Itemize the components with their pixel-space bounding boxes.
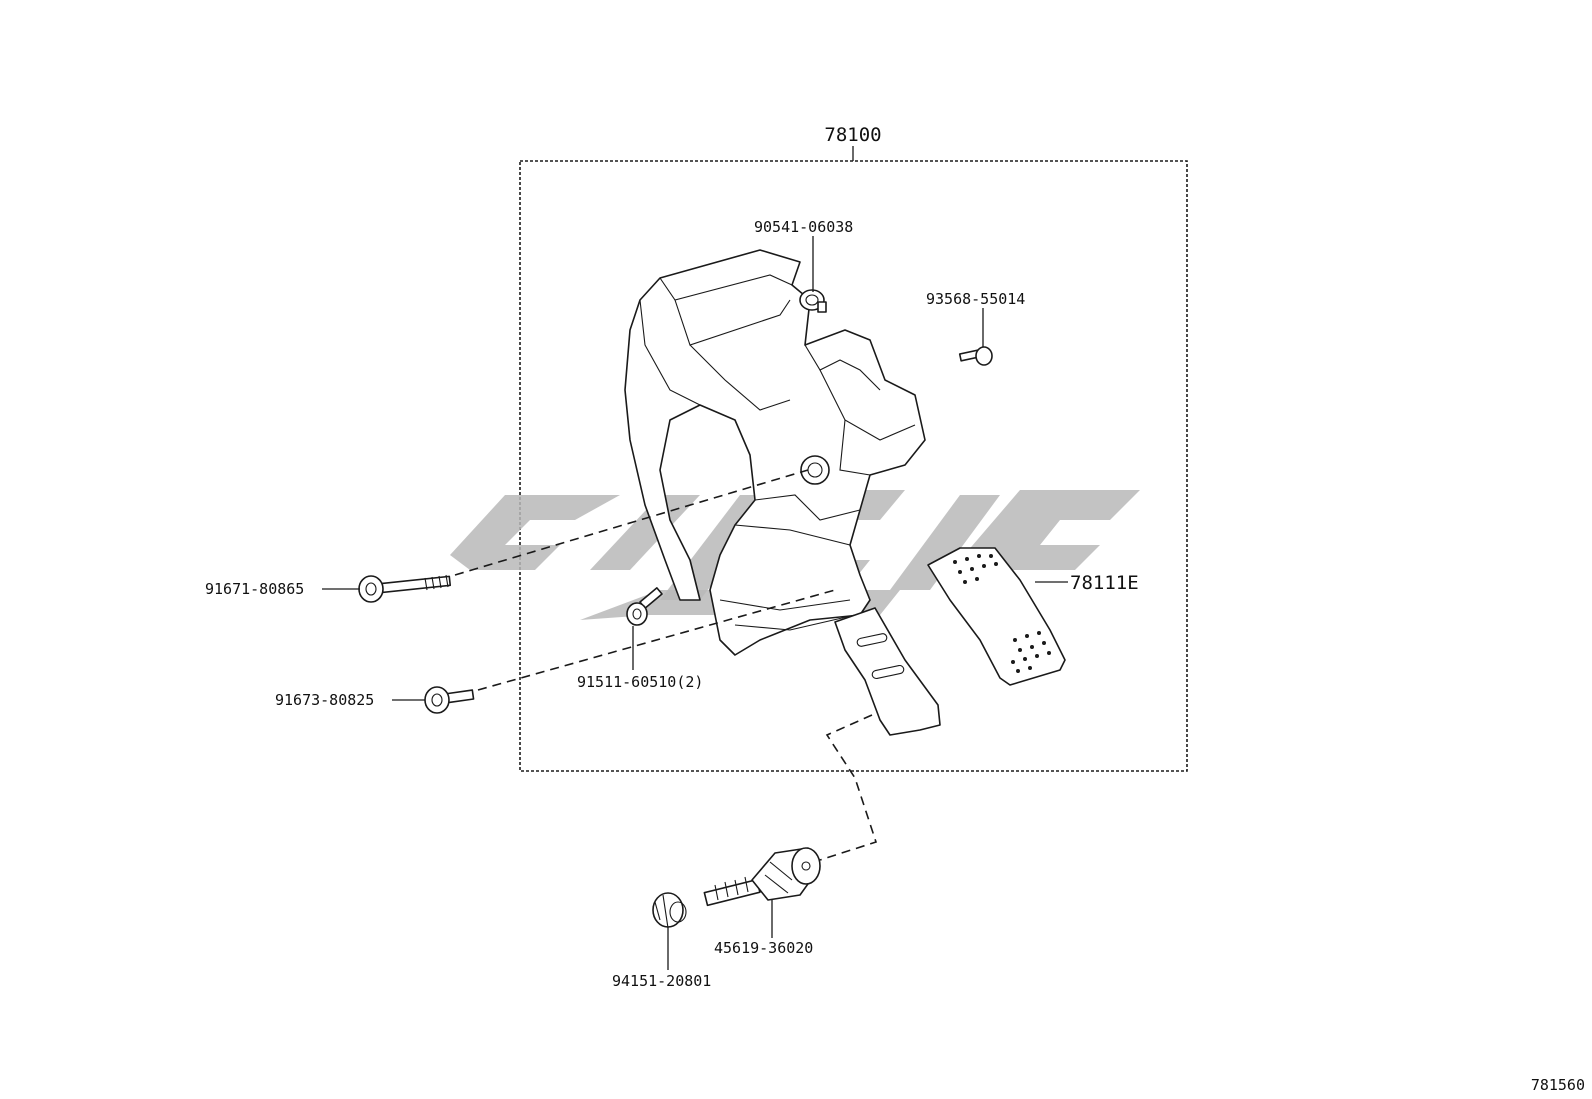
p94151-label[interactable]: 94151-20801 [612,972,711,990]
p91673-label[interactable]: 91673-80825 [275,691,374,709]
p93568-label[interactable]: 93568-55014 [926,290,1025,308]
p91511-label[interactable]: 91511-60510(2) [577,673,703,691]
assembly-frame [519,160,1188,772]
p78111-label[interactable]: 78111E [1070,572,1139,594]
nut-94151 [652,892,687,929]
bolt-91511 [626,587,663,626]
bolt-91673 [424,686,475,714]
pedal-pad [927,547,1066,686]
pedal-bracket [624,249,926,656]
figure-number: 781560 [1531,1076,1585,1094]
p45619-label[interactable]: 45619-36020 [714,939,813,957]
pedal-lever [834,607,941,736]
assembly-label[interactable]: 78100 [824,124,881,146]
p90541-label[interactable]: 90541-06038 [754,218,853,236]
p91673-dash [477,589,836,691]
stopper-dash [819,714,878,861]
stopper-45619 [703,847,821,907]
bushing-90541 [799,289,827,313]
p91671-label[interactable]: 91671-80865 [205,580,304,598]
screw-93568 [958,346,993,366]
p91671-dash [454,469,809,576]
bolt-91671 [358,574,452,603]
